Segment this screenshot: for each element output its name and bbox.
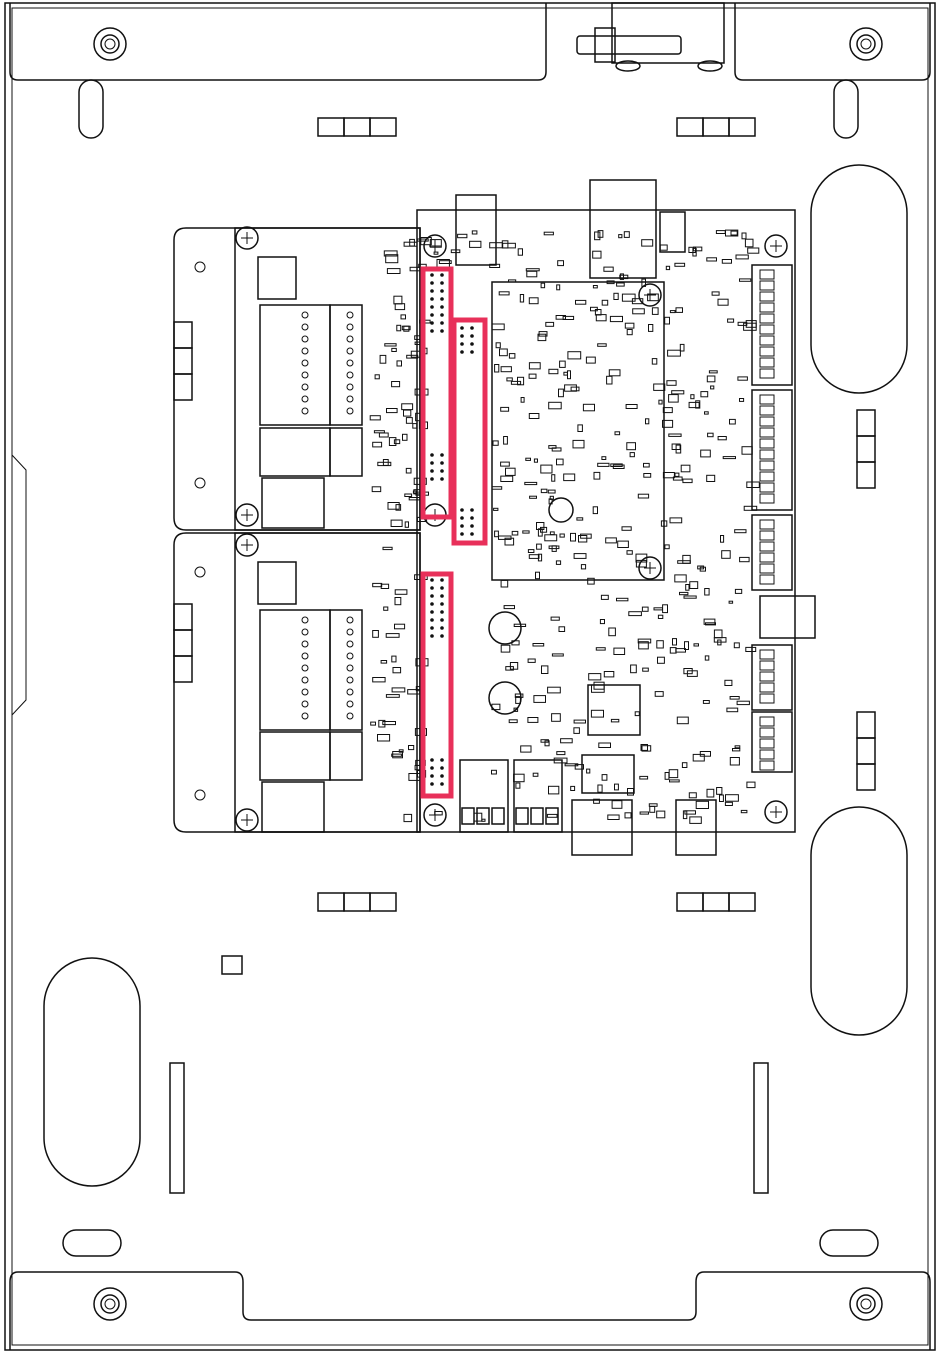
main-controller-board — [416, 179, 816, 856]
components — [301, 229, 775, 825]
relay-board-lower — [173, 532, 421, 833]
slots — [43, 79, 908, 1257]
lower-left-connector-highlight — [420, 571, 454, 799]
hinge-latch — [576, 2, 725, 72]
upper-left-connector-highlight — [420, 266, 454, 520]
connector-highlights — [420, 266, 488, 799]
board-screws — [235, 226, 788, 832]
middle-connector-highlight — [451, 317, 488, 546]
enclosure-frame — [4, 2, 936, 1351]
mounting-screws — [93, 27, 883, 1321]
relay-board-upper — [173, 227, 421, 531]
